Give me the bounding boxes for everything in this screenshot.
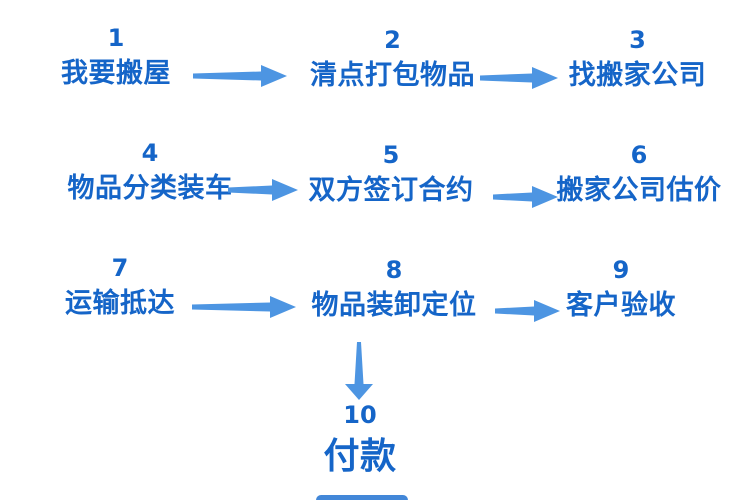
step-10: 10 付款 xyxy=(308,403,412,475)
step-8-number: 8 xyxy=(385,256,403,284)
step-8: 8 物品装卸定位 xyxy=(300,258,488,319)
step-2-number: 2 xyxy=(384,26,401,54)
step-6-number: 6 xyxy=(630,141,648,169)
step-5-number: 5 xyxy=(382,141,400,169)
step-9-label: 客户验收 xyxy=(566,290,676,321)
arrow-down-icon-step8-to-step10 xyxy=(345,342,373,400)
step-1: 1 我要搬屋 xyxy=(40,26,192,87)
step-4-number: 4 xyxy=(141,139,159,167)
step-1-label: 我要搬屋 xyxy=(61,58,171,89)
cut-off-bottom-fragment xyxy=(316,495,408,500)
step-5-label: 双方签订合约 xyxy=(308,175,474,206)
step-4: 4 物品分类装车 xyxy=(52,141,248,202)
step-3: 3 找搬家公司 xyxy=(555,28,720,89)
step-7: 7 运输抵达 xyxy=(45,256,195,317)
step-2: 2 清点打包物品 xyxy=(300,28,485,89)
arrow-right-icon-step2-to-step3 xyxy=(480,67,558,89)
step-9-number: 9 xyxy=(612,256,630,284)
arrow-right-icon-step5-to-step6 xyxy=(493,186,558,208)
step-3-number: 3 xyxy=(629,26,646,54)
step-6-label: 搬家公司估价 xyxy=(556,175,722,206)
arrow-right-icon-step1-to-step2 xyxy=(193,65,287,87)
step-8-label: 物品装卸定位 xyxy=(311,290,477,321)
step-5: 5 双方签订合约 xyxy=(305,143,477,204)
step-9: 9 客户验收 xyxy=(556,258,686,319)
step-1-number: 1 xyxy=(107,24,125,52)
step-10-number: 10 xyxy=(343,401,377,429)
arrow-right-icon-step7-to-step8 xyxy=(192,296,296,318)
step-7-label: 运输抵达 xyxy=(65,288,175,319)
step-6: 6 搬家公司估价 xyxy=(556,143,722,204)
step-3-label: 找搬家公司 xyxy=(568,60,707,91)
step-7-number: 7 xyxy=(111,254,129,282)
step-4-label: 物品分类装车 xyxy=(67,173,233,204)
step-10-label: 付款 xyxy=(323,436,397,477)
arrow-right-icon-step8-to-step9 xyxy=(495,300,560,322)
arrow-right-icon-step4-to-step5 xyxy=(228,179,298,201)
step-2-label: 清点打包物品 xyxy=(310,60,475,91)
